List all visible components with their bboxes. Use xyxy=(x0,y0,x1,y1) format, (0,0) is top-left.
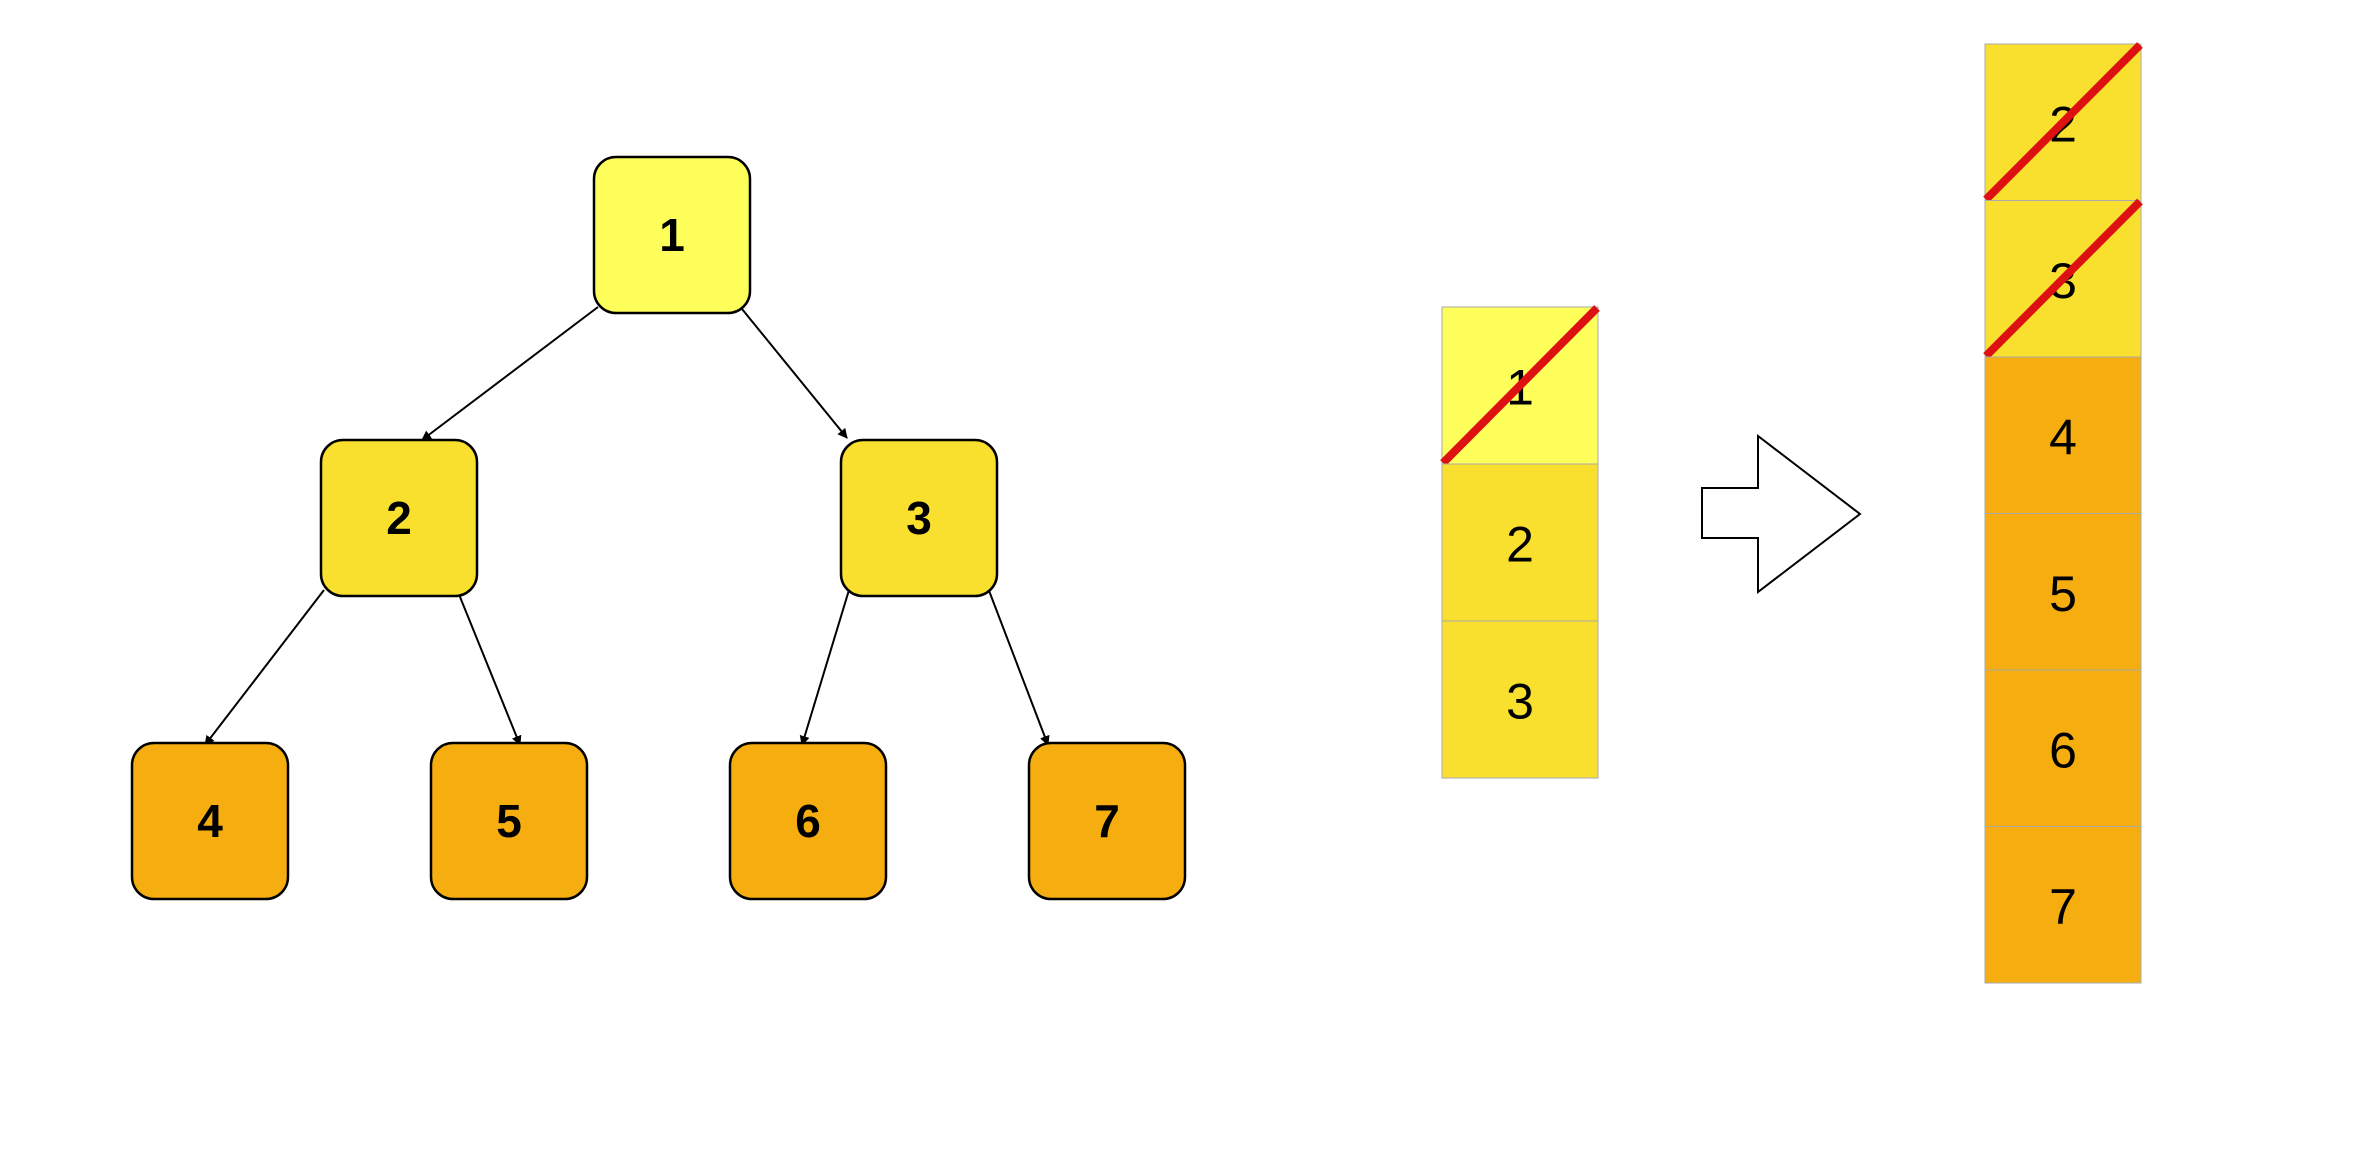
queue-cell-label: 7 xyxy=(2049,879,2077,935)
queue-after-cell-5: 5 xyxy=(1984,513,2142,671)
queue-after-cell-3: 3 xyxy=(1983,198,2143,359)
queue-after-cell-7: 7 xyxy=(1984,826,2142,984)
queue-cell-label: 4 xyxy=(2049,409,2077,465)
tree-edge-1-2 xyxy=(421,306,599,441)
tree: 1 2 3 4 5 6 7 xyxy=(130,155,1187,901)
tree-node-label: 2 xyxy=(386,492,412,544)
tree-node-label: 5 xyxy=(496,795,522,847)
tree-node-3: 3 xyxy=(839,438,999,598)
queue-cell-box xyxy=(1441,463,1599,622)
tree-edges xyxy=(204,306,1050,746)
tree-edge-3-6 xyxy=(799,589,850,746)
tree-node-box xyxy=(839,438,999,598)
tree-node-label: 7 xyxy=(1094,795,1120,847)
tree-node-box xyxy=(1027,741,1187,901)
tree-node-2: 2 xyxy=(319,438,479,598)
tree-node-box xyxy=(319,438,479,598)
tree-node-box xyxy=(728,741,888,901)
queue-after: 23 4 5 6 7 xyxy=(1983,42,2143,984)
right-arrow-icon xyxy=(1701,433,1862,595)
tree-edge-3-7 xyxy=(987,587,1050,746)
tree-node-6: 6 xyxy=(728,741,888,901)
queue-after-cell-6: 6 xyxy=(1984,669,2142,827)
queue-after-cell-4: 4 xyxy=(1984,356,2142,514)
queue-cell-label: 3 xyxy=(1506,674,1534,730)
tree-node-label: 3 xyxy=(906,492,932,544)
strike-through-mark xyxy=(1440,305,1600,466)
tree-nodes: 1 2 3 4 5 6 7 xyxy=(130,155,1187,901)
tree-node-4: 4 xyxy=(130,741,290,901)
queue-before: 1 2 3 xyxy=(1440,305,1600,779)
tree-node-label: 4 xyxy=(197,795,223,847)
strike-through-mark xyxy=(1983,198,2143,359)
queue-cell-label: 6 xyxy=(2049,722,2077,778)
tree-node-1: 1 xyxy=(592,155,752,315)
tree-edge-2-5 xyxy=(455,586,522,746)
tree-node-7: 7 xyxy=(1027,741,1187,901)
tree-node-label: 6 xyxy=(795,795,821,847)
tree-node-box xyxy=(429,741,589,901)
tree-edge-1-3 xyxy=(741,308,848,439)
queue-cell-label: 5 xyxy=(2049,566,2077,622)
queue-cell-box xyxy=(1984,669,2142,827)
queue-cell-box xyxy=(1441,620,1599,779)
queue-cell-box xyxy=(1984,513,2142,671)
tree-node-label: 1 xyxy=(659,209,685,261)
queue-after-cell-2: 2 xyxy=(1983,42,2143,203)
queue-before-cell-1: 1 xyxy=(1440,305,1600,466)
queue-before-cell-3: 3 xyxy=(1441,620,1599,779)
queue-cell-label: 2 xyxy=(1506,517,1534,573)
queue-cell-box xyxy=(1984,356,2142,514)
queue-cell-box xyxy=(1984,826,2142,984)
tree-node-box xyxy=(130,741,290,901)
tree-node-box xyxy=(592,155,752,315)
tree-node-5: 5 xyxy=(429,741,589,901)
queue-before-cell-2: 2 xyxy=(1441,463,1599,622)
tree-edge-2-4 xyxy=(204,589,325,746)
strike-through-mark xyxy=(1983,42,2143,203)
